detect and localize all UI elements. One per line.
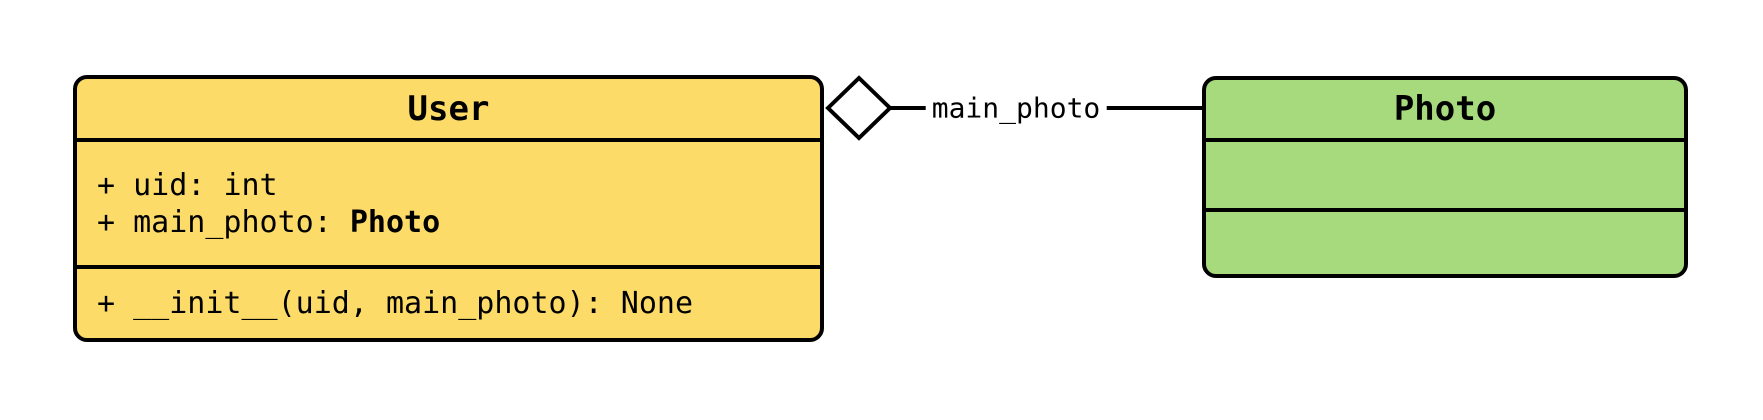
method-init: + __init__(uid, main_photo): None <box>97 286 694 321</box>
attribute-main-photo-type: Photo <box>349 204 441 240</box>
attribute-main-photo: + main_photo: Photo <box>97 204 820 241</box>
attribute-uid-name: + uid: <box>97 167 224 203</box>
class-user-methods: + __init__(uid, main_photo): None <box>77 265 820 338</box>
attribute-uid-type: int <box>223 167 278 203</box>
class-photo-title: Photo <box>1393 89 1497 129</box>
attribute-main-photo-name: + main_photo: <box>97 204 350 240</box>
attribute-uid: + uid: int <box>97 167 820 204</box>
class-photo-methods <box>1206 208 1684 274</box>
class-user-attributes: + uid: int + main_photo: Photo <box>77 138 820 265</box>
class-photo-attributes <box>1206 138 1684 208</box>
class-user-title: User <box>407 88 490 129</box>
aggregation-diamond-icon <box>825 75 893 141</box>
class-box-photo: Photo <box>1202 76 1688 278</box>
class-box-user: User + uid: int + main_photo: Photo + __… <box>73 75 824 342</box>
association-label: main_photo <box>925 91 1107 125</box>
